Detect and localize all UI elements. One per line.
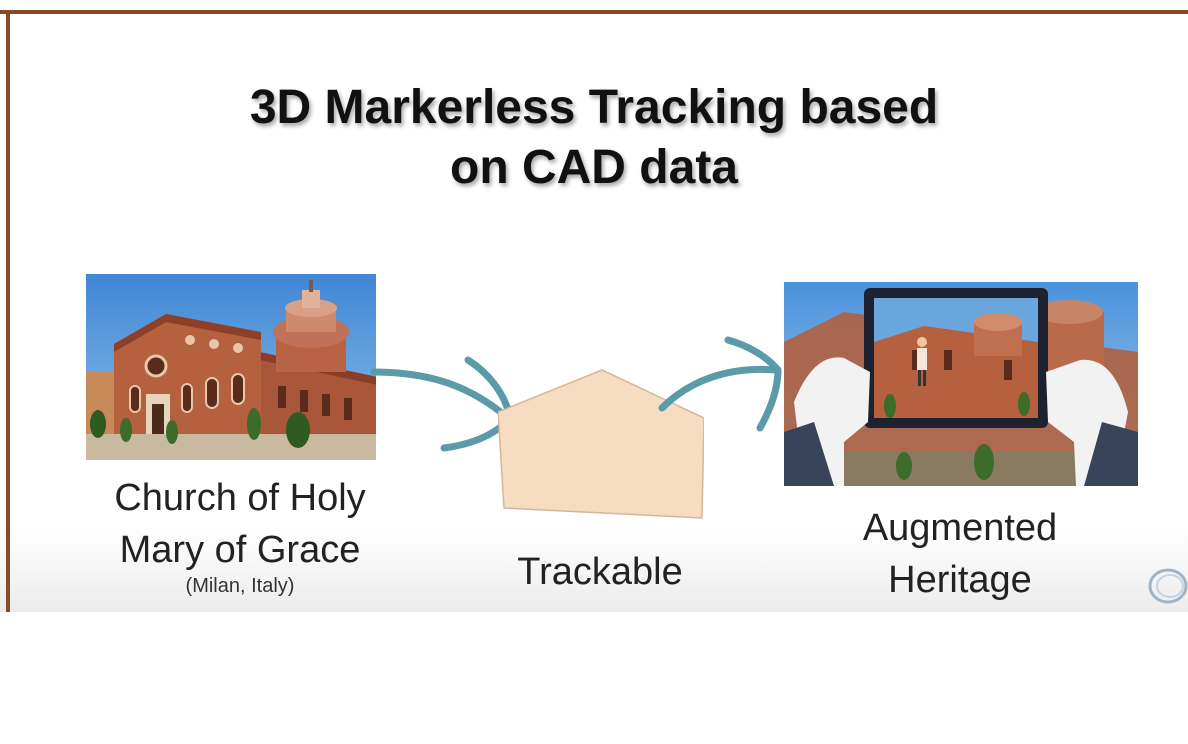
- augmented-label-line-2: Heritage: [888, 559, 1032, 601]
- tablet-photo-icon: [784, 282, 1138, 486]
- title-line-1: 3D Markerless Tracking based: [249, 81, 939, 134]
- church-photo-icon: [86, 274, 376, 460]
- church-location-label: (Milan, Italy): [185, 575, 295, 597]
- slide-title: 3D Markerless Tracking based on CAD data: [0, 78, 1188, 198]
- augmented-label-line-1: Augmented: [862, 507, 1058, 549]
- slide: 3D Markerless Tracking based on CAD data: [0, 0, 1188, 612]
- church-label-line-2: Mary of Grace: [119, 529, 361, 571]
- church-label: Church of Holy Mary of Grace: [70, 472, 410, 576]
- slide-border-top: [0, 10, 1188, 14]
- house-icon: [498, 369, 704, 519]
- arrow-to-augmented-icon: [658, 336, 782, 432]
- trackable-label: Trackable: [517, 551, 683, 593]
- logo-icon: [1148, 568, 1188, 604]
- augmented-heritage-photo: [784, 282, 1138, 486]
- church-photo: [86, 274, 376, 460]
- augmented-label: Augmented Heritage: [810, 502, 1110, 606]
- church-label-line-1: Church of Holy: [114, 477, 366, 519]
- slide-border-left: [6, 10, 10, 612]
- title-line-2: on CAD data: [450, 141, 738, 194]
